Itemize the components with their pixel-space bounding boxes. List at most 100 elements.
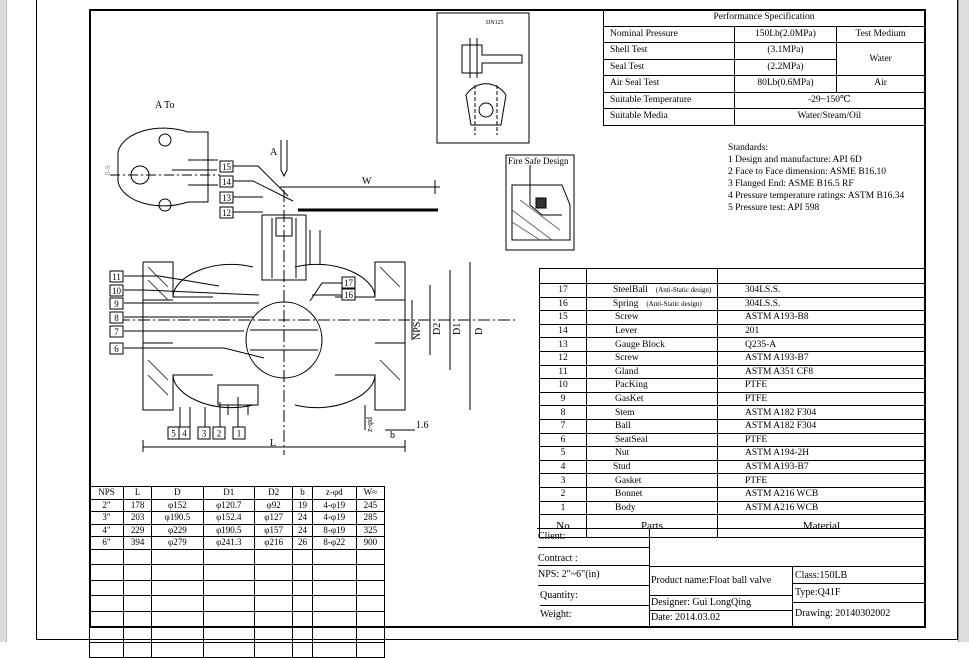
designer: Designer: Gui LongQing: [651, 597, 751, 608]
dims-header: D2: [253, 486, 294, 500]
title-block: Client: Contract : NPS: 2"~6"(in) Quanti…: [537, 528, 926, 628]
os-label: 0-S: [104, 165, 112, 175]
part-material: PTFE: [717, 473, 926, 488]
part-material: PTFE: [717, 378, 926, 393]
dims-cell: φ216: [253, 536, 294, 550]
part-name: Screw: [615, 312, 639, 323]
perf-label: Seal Test: [603, 58, 735, 76]
part-name-cell: Body: [586, 501, 718, 516]
part-no: 16: [539, 297, 587, 312]
part-material: ASTM A194-2H: [717, 446, 926, 461]
dims-cell: 4-φ19: [311, 511, 357, 525]
part-material: ASTM A182 F304: [717, 419, 926, 434]
scrollbar[interactable]: [958, 0, 969, 642]
part-material: ASTM A193-B8: [717, 310, 926, 325]
perf-value: (3.1MPa): [733, 42, 838, 60]
callout-15: 15: [219, 160, 234, 173]
perf-extra: Test Medium: [836, 25, 925, 43]
part-name-cell: Ball: [586, 419, 718, 434]
parts-header-no: No: [539, 514, 587, 539]
dims-header: D: [151, 486, 204, 500]
part-name-cell: Spring(Anti-Static design): [586, 297, 718, 312]
part-material: 201: [717, 324, 926, 339]
part-name: Screw: [615, 353, 639, 364]
part-name-cell: Gauge Block: [586, 337, 718, 352]
part-no: 14: [539, 324, 587, 339]
perf-value: 80Lb(0.6MPa): [733, 75, 838, 93]
dims-cell: 19: [292, 498, 313, 512]
part-no: 1: [539, 501, 587, 516]
part-no: 7: [539, 419, 587, 434]
part-name-cell: Gasket: [586, 473, 718, 488]
page-background: [0, 0, 969, 642]
standards-block: Standards: 1 Design and manufacture: API…: [728, 142, 904, 214]
dims-cell: 2": [88, 498, 125, 512]
part-name-cell: SteelBall(Anti-Static design): [586, 283, 718, 298]
standards-item: 1 Design and manufacture: API 6D: [728, 155, 862, 165]
dims-header: z-φd: [311, 486, 357, 500]
part-no: 8: [539, 405, 587, 420]
part-material: ASTM A182 F304: [717, 405, 926, 420]
parts-header-material: Material: [717, 514, 926, 539]
dims-header: W≈: [355, 486, 386, 500]
callout-5: 5: [167, 426, 180, 440]
callout-12: 12: [219, 206, 234, 219]
dims-cell: φ157: [253, 523, 294, 537]
dim-d1: D1: [452, 323, 463, 335]
dims-cell: φ190.5: [202, 523, 255, 537]
perf-label: Nominal Pressure: [603, 25, 735, 43]
part-name-cell: Screw: [586, 351, 718, 366]
dims-header: b: [292, 486, 313, 500]
dims-cell: φ92: [253, 498, 294, 512]
callout-3: 3: [197, 426, 211, 440]
part-name: GasKet: [615, 394, 644, 405]
left-flange: [142, 261, 213, 411]
dims-cell: φ120.7: [202, 498, 255, 512]
part-name-cell: Gland: [586, 365, 718, 380]
part-material: ASTM A351 CF8: [717, 365, 926, 380]
dims-header: L: [123, 486, 153, 500]
part-name-cell: GasKet: [586, 392, 718, 407]
dims-cell: 229: [123, 523, 153, 537]
standards-item: 3 Flanged End: ASME B16.5 RF: [728, 179, 854, 189]
view-a-outline: [117, 127, 209, 207]
callout-17: 17: [341, 276, 356, 289]
fire-safe-label: Fire Safe Design: [508, 156, 569, 166]
standards-item: 5 Pressure test: API 598: [728, 203, 820, 213]
part-name-cell: Stud: [586, 460, 718, 475]
drawing-number: Drawing: 20140302002: [795, 608, 891, 619]
dims-cell: 24: [292, 523, 313, 537]
left-window-edge: [0, 0, 7, 642]
part-name: Stud: [613, 462, 631, 473]
part-name: Gasket: [615, 475, 642, 486]
dims-header: NPS: [88, 486, 125, 500]
perf-value: -29~150℃: [733, 91, 926, 109]
dims-cell: 245: [355, 498, 386, 512]
dim-nps: NPS: [412, 322, 423, 340]
part-name-cell: Stem: [586, 405, 718, 420]
part-no: 2: [539, 487, 587, 502]
part-name-cell: SeatSeal: [586, 433, 718, 448]
callout-9: 9: [109, 297, 124, 310]
svg-text:8: 8: [114, 313, 119, 323]
dims-cell: 6": [88, 536, 125, 550]
part-no: 17: [539, 283, 587, 298]
part-material: PTFE: [717, 392, 926, 407]
bonnet: [261, 214, 307, 281]
part-name: Gland: [615, 366, 639, 377]
dims-cell: 8-φ22: [311, 536, 357, 550]
part-name-cell: Screw: [586, 310, 718, 325]
performance-spec-table: Performance Specification Nominal Pressu…: [603, 9, 926, 126]
dims-cell: 325: [355, 523, 386, 537]
dim-zd: z-φd: [365, 417, 374, 432]
